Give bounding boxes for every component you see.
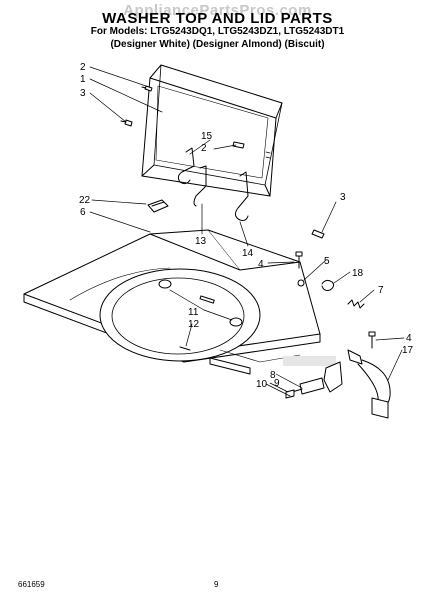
lid-screw (141, 85, 153, 92)
screw (368, 331, 376, 349)
washer (297, 279, 305, 287)
callout-label: 13 (195, 236, 207, 247)
leader-lines (89, 66, 405, 397)
lid-switch-plate (209, 357, 251, 375)
washer-top (23, 229, 321, 363)
callout-label: 8 (270, 370, 276, 381)
callout-label: 11 (188, 307, 199, 318)
callout-label: 6 (80, 207, 86, 218)
hinge (193, 165, 207, 207)
page-number: 9 (214, 580, 219, 589)
callout-label: 2 (201, 143, 207, 154)
hinge (177, 147, 195, 185)
callout-label: 1 (80, 74, 86, 85)
wire-harness (347, 349, 391, 419)
clip (321, 279, 335, 291)
callout-labels: 2 1 3 15 2 3 22 6 13 14 4 5 18 7 11 12 4… (79, 62, 414, 390)
document-number: 661659 (18, 580, 45, 589)
hinge-support (147, 199, 169, 213)
lid-screw (120, 119, 133, 127)
model-list: For Models: LTG5243DQ1, LTG5243DZ1, LTG5… (90, 26, 345, 37)
switch-mount (283, 356, 336, 366)
watermark: AppliancePartsPros.com (123, 2, 312, 19)
callout-label: 5 (324, 256, 330, 267)
hinge (234, 171, 249, 221)
mounting-screw (179, 346, 191, 351)
callout-label: 18 (352, 268, 364, 279)
callout-label: 7 (378, 285, 384, 296)
lid-switch (285, 361, 343, 399)
top-screw (311, 229, 325, 239)
hinge-pin (232, 141, 245, 149)
callout-label: 12 (188, 319, 200, 330)
screw (295, 251, 303, 269)
callout-label: 17 (402, 345, 414, 356)
page-title: WASHER TOP AND LID PARTS (102, 10, 333, 27)
callout-label: 3 (80, 88, 86, 99)
callout-label: 14 (242, 248, 254, 259)
color-variants: (Designer White) (Designer Almond) (Bisc… (110, 39, 325, 50)
callout-label: 4 (258, 259, 264, 270)
callout-label: 4 (406, 333, 412, 344)
callout-label: 3 (340, 192, 346, 203)
callout-label: 15 (201, 131, 213, 142)
callout-label: 2 (80, 62, 86, 73)
callout-label: 10 (256, 379, 268, 390)
callout-label: 9 (274, 378, 280, 389)
callout-label: 22 (79, 195, 91, 206)
lid-bumper (158, 279, 243, 327)
spring (347, 299, 365, 309)
